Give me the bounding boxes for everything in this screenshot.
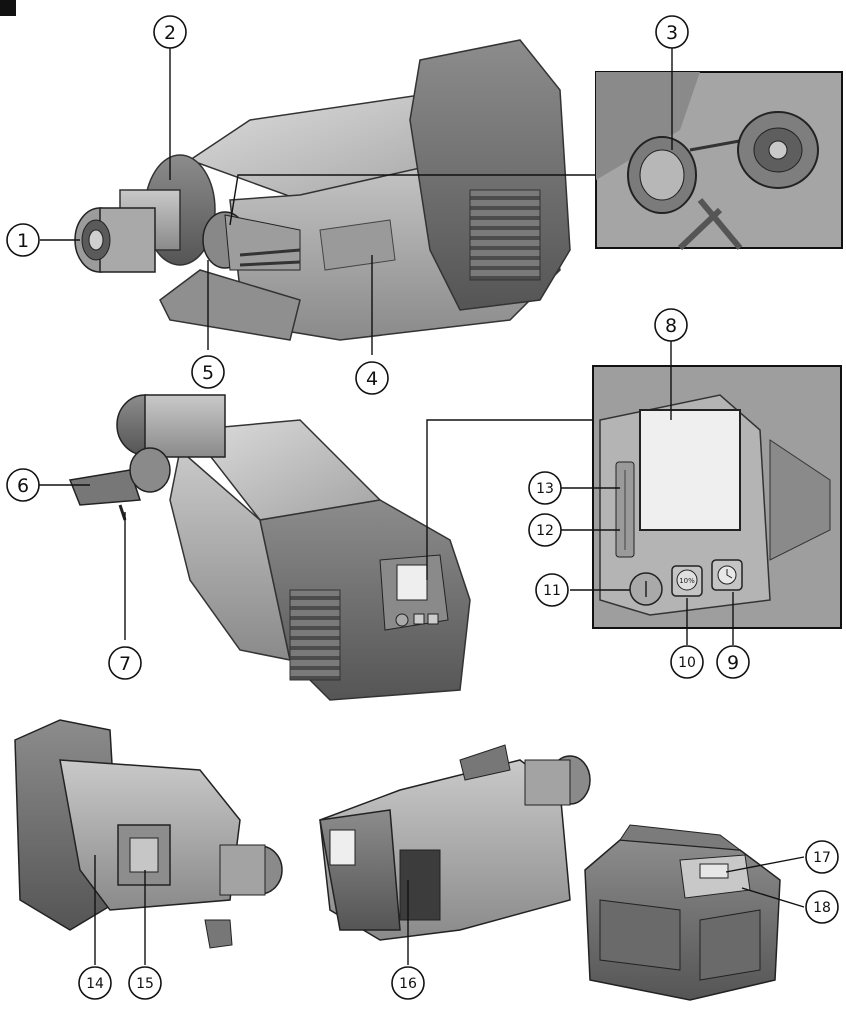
percent-button-label: 10% — [679, 577, 695, 585]
svg-text:1: 1 — [17, 230, 29, 252]
svg-text:6: 6 — [17, 475, 29, 497]
view-battery-slot — [319, 744, 591, 941]
svg-text:2: 2 — [164, 22, 176, 44]
callout-13: 13 — [528, 471, 562, 505]
svg-text:17: 17 — [813, 850, 831, 866]
callouts: 1 2 3 4 5 6 7 8 9 10 11 12 13 14 15 16 1… — [6, 15, 839, 1000]
callout-15: 15 — [128, 966, 162, 1000]
svg-text:13: 13 — [536, 481, 554, 497]
callout-11: 11 — [535, 573, 569, 607]
callout-1: 1 — [6, 223, 40, 257]
spindle-chuck — [74, 154, 216, 273]
callout-9: 9 — [716, 645, 750, 679]
leaders-view3 — [94, 855, 146, 965]
leaders-view5 — [725, 856, 805, 908]
svg-text:7: 7 — [119, 653, 131, 675]
rear-vents — [469, 189, 541, 281]
leaders-view2 — [20, 340, 734, 645]
callout-6: 6 — [6, 468, 40, 502]
charge-indicator — [699, 863, 729, 879]
corner-marker — [0, 0, 16, 16]
callout-14: 14 — [78, 966, 112, 1000]
front-vents — [289, 589, 341, 681]
callout-8: 8 — [654, 308, 688, 342]
svg-text:18: 18 — [813, 900, 831, 916]
svg-text:5: 5 — [202, 362, 214, 384]
view-front — [68, 394, 471, 701]
callout-10: 10 — [670, 645, 704, 679]
svg-text:8: 8 — [665, 315, 677, 337]
view-motor-side — [74, 39, 571, 341]
base-foot — [159, 269, 301, 341]
inset-control-panel: 10% — [592, 365, 842, 629]
battery-slot — [399, 849, 441, 921]
svg-text:4: 4 — [366, 368, 378, 390]
svg-text:11: 11 — [543, 583, 561, 599]
callout-5: 5 — [191, 355, 225, 389]
callout-12: 12 — [528, 513, 562, 547]
svg-text:9: 9 — [727, 652, 739, 674]
water-connection — [202, 211, 301, 271]
callout-2: 2 — [153, 15, 187, 49]
callout-3: 3 — [655, 15, 689, 49]
leaders-view1 — [40, 48, 673, 355]
svg-text:16: 16 — [399, 976, 417, 992]
view-rear-bottom — [14, 719, 283, 949]
display-screen — [639, 409, 741, 531]
svg-text:10: 10 — [678, 655, 696, 671]
callout-18: 18 — [805, 890, 839, 924]
inset-water-inlet — [595, 71, 843, 251]
view-battery — [584, 824, 781, 1001]
callout-17: 17 — [805, 840, 839, 874]
svg-text:12: 12 — [536, 523, 554, 539]
svg-text:14: 14 — [86, 976, 104, 992]
svg-text:3: 3 — [666, 22, 678, 44]
svg-text:15: 15 — [136, 976, 154, 992]
callout-16: 16 — [391, 966, 425, 1000]
callout-7: 7 — [108, 646, 142, 680]
callout-4: 4 — [355, 361, 389, 395]
